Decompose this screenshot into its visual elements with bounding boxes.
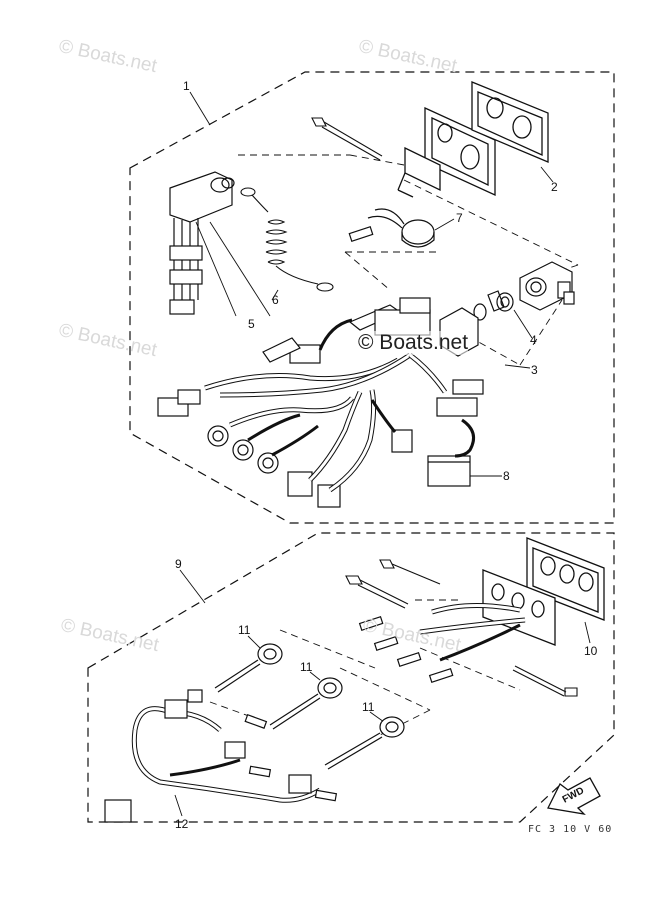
callout-2: 2 [551,180,558,194]
switch-panel-plate [397,106,496,198]
callout-6: 6 [272,293,279,307]
callout-10: 10 [584,644,598,658]
main-switch [473,261,575,321]
cable-tie-upper [311,117,383,161]
assembly-1-boundary [129,71,615,524]
callout-12: 12 [175,817,189,831]
callout-3: 3 [531,363,538,377]
harness-module [427,418,476,487]
main-wire-harness [157,297,484,508]
accessory-sockets [214,643,405,770]
assembly-9-boundary [87,532,615,823]
panel-gasket [471,81,549,163]
callout-9: 9 [175,557,182,571]
lower-switch-panel [482,537,605,646]
callout-11-b: 11 [300,660,313,674]
callout-11-a: 11 [238,623,251,637]
callout-5: 5 [248,317,255,331]
warning-buzzer [348,208,435,248]
callout-7: 7 [456,211,463,225]
fwd-arrow [547,777,601,815]
cable-ties-lower [345,559,578,697]
callout-1: 1 [183,79,190,93]
callout-11-c: 11 [362,700,375,714]
leader-lines [174,91,591,817]
watermark-center: © Boats.net [358,331,469,355]
lower-wire-harness [104,603,526,823]
emergency-stop-switch [169,171,235,315]
diagram-code: FC 3 10 V 60 [528,824,613,835]
callout-4: 4 [530,333,537,347]
callout-8: 8 [503,469,510,483]
stop-lanyard [240,187,334,292]
